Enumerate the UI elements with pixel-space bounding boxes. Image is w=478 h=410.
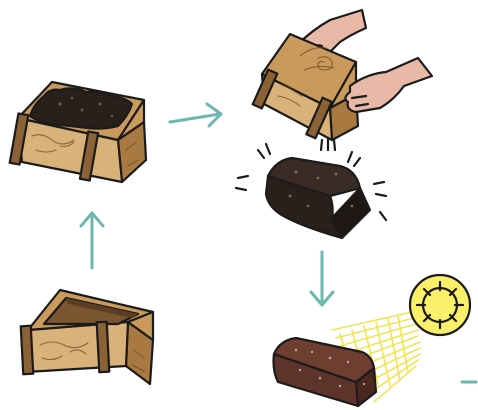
arrow-up-icon	[79, 211, 105, 270]
arrow-right-icon	[168, 102, 223, 128]
hands-lifting-mold-icon	[251, 8, 434, 142]
sun-icon	[408, 273, 472, 337]
brick-drying-in-sun-icon	[272, 273, 472, 408]
arrow-down-icon	[309, 250, 335, 307]
falling-motion-lines	[319, 136, 337, 152]
empty-wooden-mold-icon	[19, 288, 155, 386]
mold-filled-with-mud-icon	[8, 80, 148, 184]
wet-brick-icon	[234, 142, 388, 240]
